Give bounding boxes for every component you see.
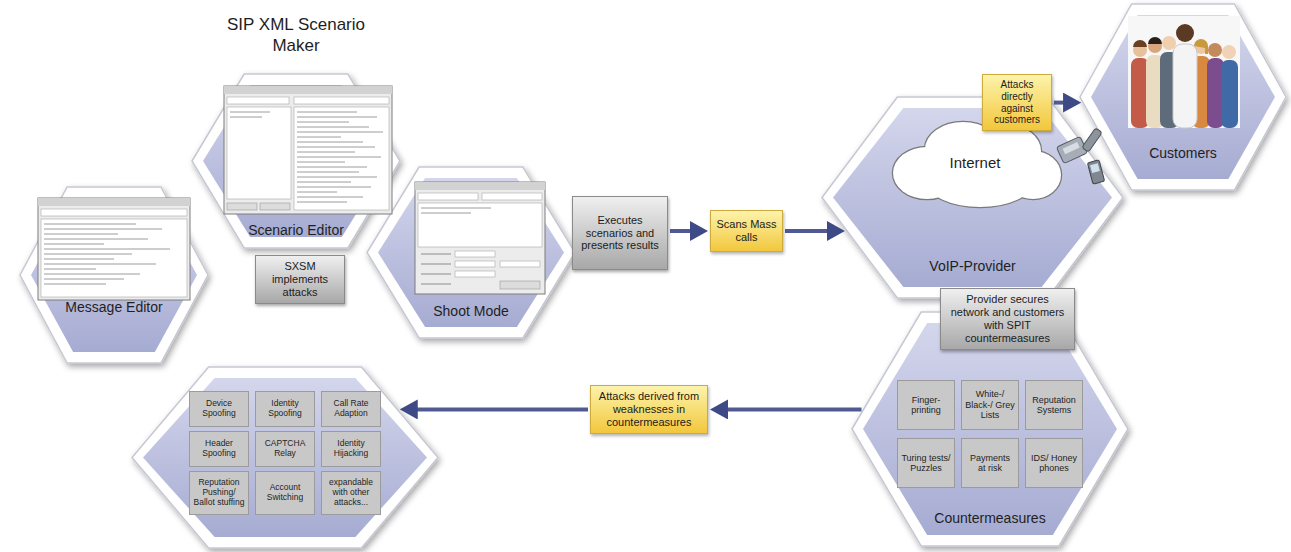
diagram-title: SIP XML Scenario Maker — [222, 14, 370, 57]
title-holder: SIP XML Scenario Maker — [222, 14, 370, 57]
flow-arrow — [670, 229, 702, 233]
countermeasure-box: White-/ Black-/ Grey Lists — [961, 380, 1019, 430]
box-text: SXSM implements attacks — [261, 260, 339, 299]
tool-hexagon: Message Editor — [18, 185, 210, 365]
hexagon-label: Countermeasures — [850, 510, 1130, 526]
box-text: White-/ Black-/ Grey Lists — [965, 389, 1015, 420]
process-box: Provider secures network and customers w… — [940, 288, 1075, 350]
hexagon-fill — [143, 378, 427, 537]
countermeasures-hexagon: Countermeasures Finger- printing White-/ B… — [850, 310, 1130, 548]
tool-hexagon: Scenario Editor — [190, 72, 402, 250]
box-text: Executes scenarios and presents results — [578, 214, 662, 253]
customers-photo — [1128, 16, 1240, 128]
scenario-editor-screenshot — [224, 86, 392, 214]
countermeasure-box: IDS/ Honey phones — [1025, 438, 1083, 488]
attack-box: Attacks directly against customers — [982, 74, 1052, 131]
message-editor-screenshot — [38, 198, 190, 300]
shoot-mode-screenshot — [415, 182, 545, 294]
attack-box: Scans Mass calls — [710, 210, 783, 252]
hexagon-frame — [132, 367, 438, 548]
process-box: SXSM implements attacks — [255, 255, 345, 304]
hexagon-frame — [192, 74, 400, 248]
hexagon-label: Customers — [1078, 145, 1288, 161]
hexagon-frame — [1080, 4, 1286, 190]
box-text: Turing tests/ Puzzles — [901, 453, 951, 474]
hexagon-fill — [863, 323, 1117, 535]
attack-box: Attacks derived from weaknesses in count… — [590, 385, 708, 434]
box-text: Finger- printing — [901, 395, 951, 416]
box-text: Payments at risk — [965, 453, 1015, 474]
box-text: Identity Spoofing — [259, 399, 311, 419]
process-box: Executes scenarios and presents results — [572, 196, 668, 270]
box-text: Account Switching — [259, 483, 311, 503]
attack-type-box: CAPTCHA Relay — [255, 431, 315, 467]
countermeasure-box: Reputation Systems — [1025, 380, 1083, 430]
hexagon-outline — [18, 185, 210, 365]
customers-hexagon: Customers — [1078, 2, 1288, 192]
countermeasure-box: Payments at risk — [961, 438, 1019, 488]
cloud-label: Internet — [950, 154, 1001, 171]
attack-type-box: Device Spoofing — [189, 391, 249, 427]
flow-arrow — [785, 229, 839, 233]
box-text: Attacks derived from weaknesses in count… — [596, 390, 702, 429]
attack-type-box: expandable with other attacks... — [321, 471, 381, 515]
hexagon-fill — [203, 85, 389, 237]
attack-type-box: Header Spoofing — [189, 431, 249, 467]
hexagon-label: Message Editor — [18, 299, 210, 315]
countermeasure-box: Finger- printing — [897, 380, 955, 430]
flow-arrow — [406, 407, 588, 411]
box-text: Provider secures network and customers w… — [946, 293, 1069, 345]
hexagon-outline — [1078, 2, 1288, 192]
box-text: CAPTCHA Relay — [259, 439, 311, 459]
attack-type-box: Identity Hijacking — [321, 431, 381, 467]
hexagon-label: Scenario Editor — [190, 222, 402, 238]
attack-type-box: Call Rate Adaption — [321, 391, 381, 427]
tool-hexagon: Shoot Mode — [365, 165, 577, 340]
box-text: Identity Hijacking — [325, 439, 377, 459]
hexagon-fill — [31, 198, 197, 352]
attack-type-box: Account Switching — [255, 471, 315, 515]
attack-type-box: Identity Spoofing — [255, 391, 315, 427]
attack-type-box: Reputation Pushing/ Ballot stuffing — [189, 471, 249, 515]
flow-arrow — [716, 407, 861, 411]
countermeasure-box: Turing tests/ Puzzles — [897, 438, 955, 488]
hexagon-label: VoIP-Provider — [820, 258, 1125, 274]
box-text: Call Rate Adaption — [325, 399, 377, 419]
provider-hexagon: VoIP-Provider Internet — [820, 95, 1125, 300]
box-text: Scans Mass calls — [716, 218, 777, 244]
box-text: IDS/ Honey phones — [1029, 453, 1079, 474]
box-text: Attacks directly against customers — [988, 79, 1046, 126]
hexagon-frame — [20, 187, 208, 363]
hexagon-label: Shoot Mode — [365, 303, 577, 319]
box-text: expandable with other attacks... — [325, 478, 377, 507]
box-text: Header Spoofing — [193, 439, 245, 459]
box-text: Reputation Pushing/ Ballot stuffing — [193, 478, 245, 507]
flow-arrow — [1054, 101, 1075, 105]
box-text: Reputation Systems — [1029, 395, 1079, 416]
box-text: Device Spoofing — [193, 399, 245, 419]
attacks-hexagon: Device Spoofing Identity Spoofing Call Rat… — [130, 365, 440, 550]
